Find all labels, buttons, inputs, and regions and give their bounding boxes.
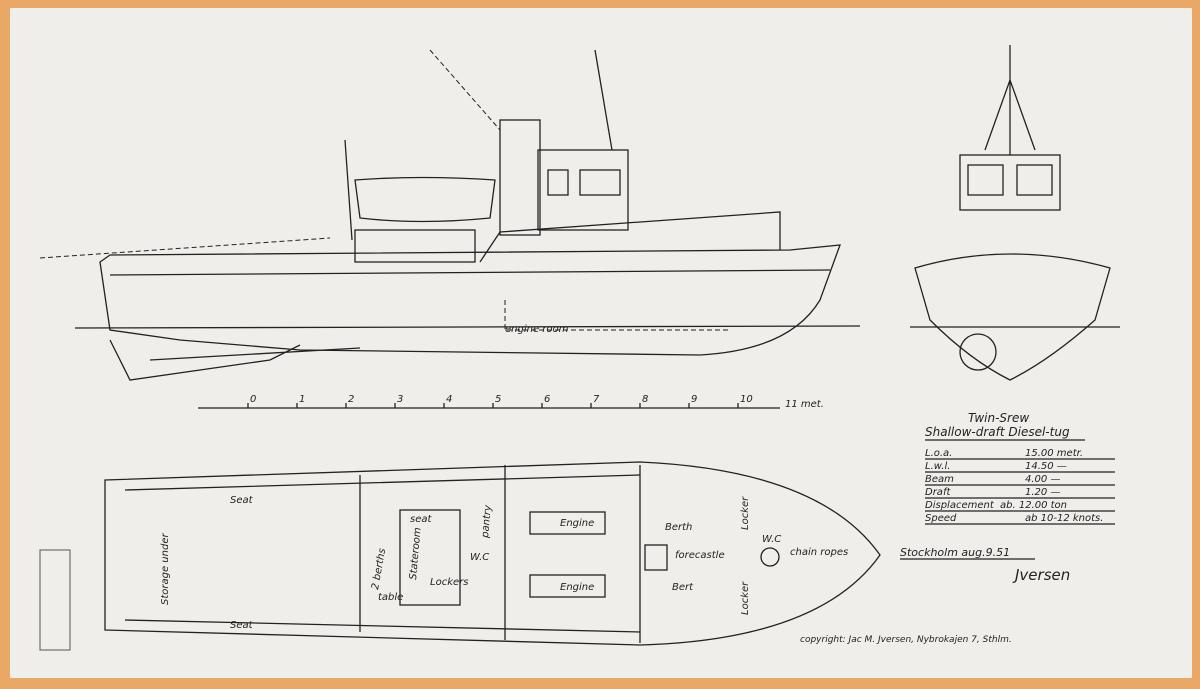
- scale-bar: 0 1 2 3 4 5 6 7 8 9 10 11 met.: [198, 394, 824, 410]
- scale-tick-label: 2: [348, 394, 354, 405]
- spec-value: 1.20 —: [1025, 487, 1060, 498]
- scale-tick-label: 3: [397, 394, 403, 405]
- profile-view: engine room: [39, 49, 861, 381]
- title-line-1: Twin-Srew: [968, 411, 1029, 425]
- copyright: copyright: Jac M. Jversen, Nybrokajen 7,…: [800, 635, 1012, 645]
- label-forecastle: forecastle: [675, 550, 725, 561]
- spec-value: ab 10-12 knots.: [1025, 513, 1103, 524]
- spec-value: 4.00 —: [1025, 474, 1060, 485]
- spec-table: Twin-Srew Shallow-draft Diesel-tug L.o.a…: [800, 411, 1115, 645]
- scale-tick-label: 5: [495, 394, 501, 405]
- label-seat-top: Seat: [230, 495, 254, 506]
- tug-drawing: engine room 0 1 2 3 4 5 6 7 8 9 10 11 met. Seat Se…: [39, 45, 1120, 651]
- spec-label: Beam: [925, 474, 954, 485]
- spec-label: Draft: [925, 487, 951, 498]
- place-date: Stockholm aug.9.51: [900, 546, 1010, 559]
- spec-label: L.o.a.: [925, 448, 952, 459]
- scale-tick-label: 8: [642, 394, 648, 405]
- drawing-sheet: engine room 0 1 2 3 4 5 6 7 8 9 10 11 met. Seat Se…: [10, 8, 1192, 678]
- scale-tick-label: 7: [593, 394, 600, 405]
- scale-tick-label: 4: [446, 394, 452, 405]
- scale-tick-label: 6: [544, 394, 550, 405]
- scale-tick-label: 9: [691, 394, 697, 405]
- label-pantry: pantry: [480, 504, 494, 540]
- scale-unit: 11 met.: [785, 399, 824, 410]
- spec-value: 15.00 metr.: [1025, 448, 1083, 459]
- label-engine-2: Engine: [560, 582, 594, 593]
- museum-stamp: [39, 549, 71, 651]
- engine-room-label: engine room: [505, 324, 569, 335]
- label-seat-bottom: Seat: [230, 620, 254, 631]
- label-seat-small: seat: [410, 514, 432, 525]
- label-storage: Storage under: [160, 533, 171, 605]
- label-table: table: [378, 592, 403, 603]
- spec-label: Speed: [925, 513, 957, 524]
- label-berth: Berth: [665, 522, 692, 533]
- scale-tick-label: 10: [740, 394, 753, 405]
- spec-label: L.w.l.: [925, 461, 950, 472]
- label-wc-2: W.C: [762, 534, 781, 545]
- title-line-2: Shallow-draft Diesel-tug: [925, 425, 1070, 439]
- plan-view: Seat Seat Storage under 2 berths seat St…: [104, 461, 881, 646]
- spec-value: 14.50 —: [1025, 461, 1067, 472]
- label-engine-1: Engine: [560, 518, 594, 529]
- label-chain-ropes: chain ropes: [790, 547, 848, 558]
- spec-label: Displacement: [925, 500, 995, 511]
- spec-value: ab. 12.00 ton: [1000, 500, 1067, 511]
- label-berths: 2 berths: [370, 548, 388, 591]
- signature: Jversen: [1012, 566, 1070, 584]
- label-locker-1: Locker: [740, 496, 751, 530]
- scale-tick-label: 1: [299, 394, 305, 405]
- label-bert: Bert: [672, 582, 694, 593]
- label-wc: W.C: [470, 552, 489, 563]
- label-stateroom: Stateroom: [408, 527, 424, 581]
- label-locker-2: Locker: [740, 581, 751, 615]
- scale-tick-label: 0: [250, 394, 256, 405]
- label-lockers: Lockers: [430, 577, 468, 588]
- end-view: [910, 45, 1120, 381]
